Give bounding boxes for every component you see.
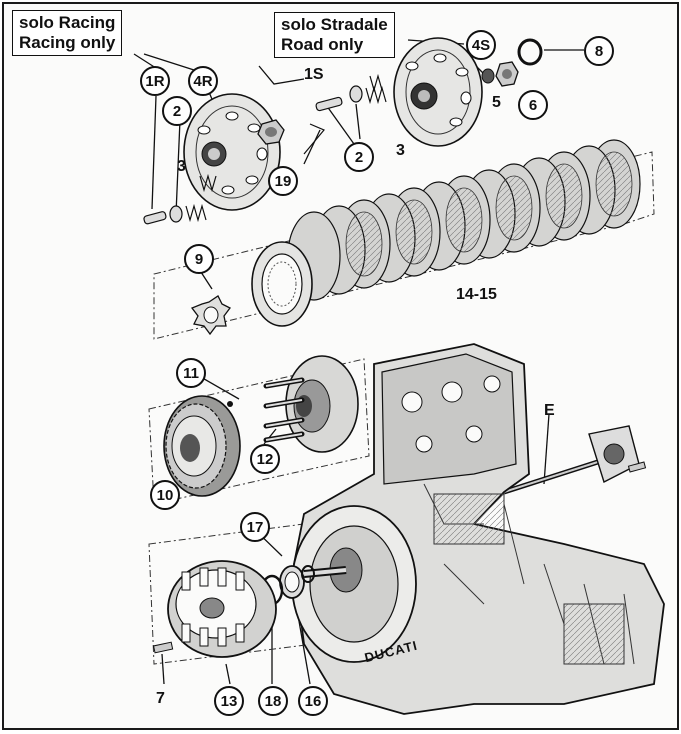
callout-13: 13 (214, 686, 244, 716)
exploded-view-drawing (133, 37, 665, 715)
label-14-15: 14-15 (456, 286, 497, 303)
pressure-plate-racing (183, 93, 281, 211)
label-E: E (544, 402, 555, 419)
nut-19 (257, 119, 285, 145)
clutch-basket-13 (152, 560, 277, 658)
label-7: 7 (156, 690, 165, 707)
racing-spring-bolt (143, 173, 217, 225)
road-label-line1: solo Stradale (281, 15, 388, 34)
callout-16: 16 (298, 686, 328, 716)
bearing-nut-washer (481, 38, 543, 87)
callout-1R: 1R (140, 66, 170, 96)
callout-2-racing: 2 (162, 96, 192, 126)
label-1S: 1S (304, 66, 324, 83)
callout-2-road: 2 (344, 142, 374, 172)
shaft-E (503, 425, 647, 495)
callout-12: 12 (250, 444, 280, 474)
callout-10: 10 (150, 480, 180, 510)
racing-label-line1: solo Racing (19, 13, 116, 32)
callout-4R: 4R (188, 66, 218, 96)
clutch-hub-12 (227, 355, 359, 453)
callout-18: 18 (258, 686, 288, 716)
callout-8: 8 (584, 36, 614, 66)
clutch-plate-stack (251, 139, 641, 327)
road-spring-bolt (315, 73, 387, 112)
callout-11: 11 (176, 358, 206, 388)
callout-19: 19 (268, 166, 298, 196)
callout-6: 6 (518, 90, 548, 120)
label-5: 5 (492, 94, 501, 111)
road-label-line2: Road only (281, 35, 364, 54)
engine-block (291, 343, 665, 715)
callout-17: 17 (240, 512, 270, 542)
callout-4S: 4S (466, 30, 496, 60)
racing-label-line2: Racing only (19, 33, 116, 52)
pressure-plate-road (393, 37, 483, 147)
label-3-road: 3 (396, 142, 405, 159)
road-only-label: solo Stradale Road only (274, 12, 395, 58)
label-3-racing: 3 (177, 158, 186, 175)
callout-9: 9 (184, 244, 214, 274)
misc-lines (303, 123, 325, 155)
racing-only-label: solo Racing Racing only (12, 10, 123, 56)
gear-10 (163, 395, 241, 497)
spring-washer-9 (190, 295, 231, 336)
